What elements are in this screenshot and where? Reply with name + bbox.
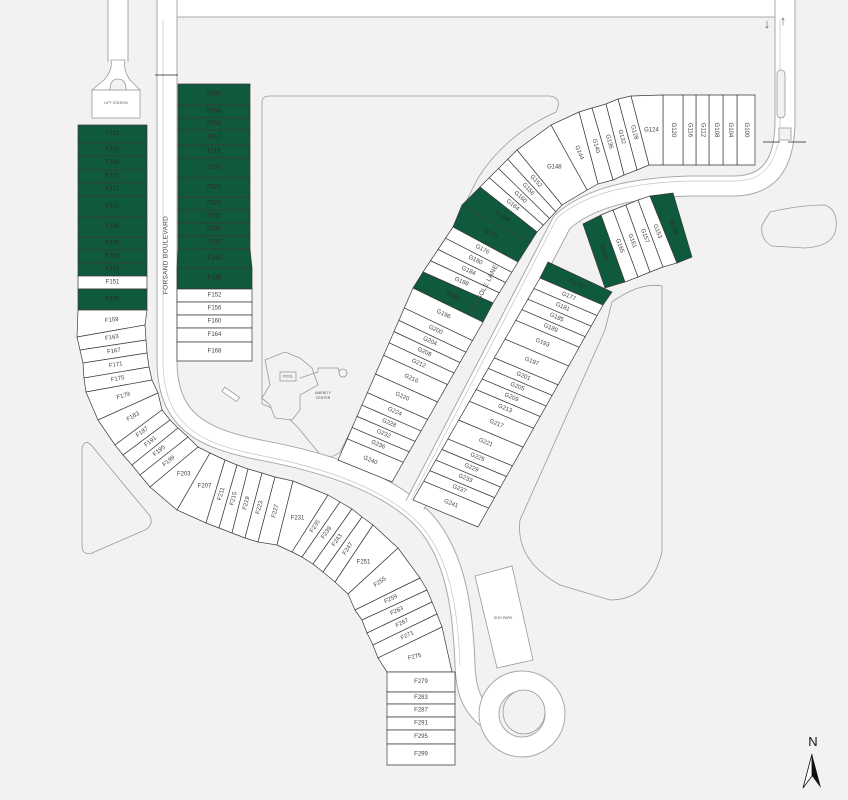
- lot-f128[interactable]: [177, 196, 251, 211]
- parcels: [81, 95, 837, 601]
- amenity-parcel: [261, 95, 559, 458]
- north-label: N: [808, 734, 817, 749]
- dog-park-label: DOG PARK: [494, 616, 513, 620]
- lot-g241[interactable]: [412, 480, 490, 528]
- lot-g120[interactable]: [662, 94, 684, 166]
- lot-f295[interactable]: [386, 729, 456, 745]
- lot-g149[interactable]: [649, 192, 693, 264]
- lot-f116[interactable]: [177, 144, 251, 159]
- lot-f287[interactable]: [386, 703, 456, 718]
- lot-f115[interactable]: [77, 142, 148, 157]
- lot-f155[interactable]: [77, 288, 148, 311]
- lot-f140[interactable]: [177, 235, 251, 250]
- mailbox: [221, 386, 241, 403]
- forsand-boulevard-label: FORSAND BOULEVARD: [163, 216, 170, 294]
- lot-f152[interactable]: [176, 288, 253, 303]
- lot-f283[interactable]: [386, 691, 456, 705]
- pond: [761, 204, 837, 249]
- lot-g100[interactable]: [736, 94, 756, 166]
- lot-f119[interactable]: [77, 155, 148, 171]
- lot-f160[interactable]: [176, 314, 253, 329]
- amenity-center: POOL AMENITY CENTER: [221, 351, 348, 421]
- lot-group-f-east: F100F104F108F112F116F120F124F128F132F136…: [176, 83, 253, 362]
- lot-f123[interactable]: [77, 169, 148, 184]
- pool-label: POOL: [283, 375, 293, 379]
- roads: [107, 0, 796, 758]
- lot-g116[interactable]: [682, 94, 697, 166]
- lift-station: LIFT STATION: [90, 59, 141, 119]
- lot-f120[interactable]: [177, 157, 251, 179]
- lot-f104[interactable]: [177, 104, 251, 119]
- amenity-label-2: CENTER: [316, 396, 331, 400]
- lot-f151[interactable]: [77, 275, 148, 290]
- lot-f139[interactable]: [77, 236, 148, 251]
- lot-f147[interactable]: [77, 262, 148, 277]
- arrow-up-icon: ↑: [780, 13, 787, 28]
- lot-f136[interactable]: [177, 222, 251, 237]
- lot-group-f-west: F111F115F119F123F127F131F135F139F143F147…: [77, 124, 148, 311]
- arrow-down-icon: ↓: [764, 16, 771, 31]
- amenity-label: AMENITY: [315, 391, 332, 395]
- west-open-space: [81, 442, 152, 555]
- gatehouse: [778, 127, 792, 141]
- lot-f164[interactable]: [176, 327, 253, 343]
- east-open-space: [519, 284, 663, 601]
- width-markers: [155, 74, 806, 143]
- lot-f100[interactable]: [177, 83, 251, 106]
- lot-f111[interactable]: [77, 124, 148, 144]
- lot-f124[interactable]: [177, 177, 251, 198]
- lot-group-f-curve: F159F163F167F171F175F179F183F187F191F195…: [76, 309, 453, 673]
- dog-park: DOG PARK: [474, 565, 534, 669]
- lot-f131[interactable]: [77, 195, 148, 218]
- pool: [279, 371, 297, 382]
- lot-f143[interactable]: [77, 249, 148, 264]
- lot-g240[interactable]: [337, 438, 404, 483]
- lot-f132[interactable]: [177, 209, 251, 224]
- lot-f299[interactable]: [386, 743, 456, 766]
- lot-f156[interactable]: [176, 301, 253, 316]
- cul-de-sac-island: [502, 689, 546, 735]
- lot-g108[interactable]: [708, 94, 724, 166]
- north-arrow-icon: N: [802, 734, 821, 789]
- lot-f168[interactable]: [176, 341, 253, 362]
- lift-station-label: LIFT STATION: [104, 101, 128, 105]
- median: [776, 69, 786, 119]
- lot-f144[interactable]: [176, 248, 253, 269]
- lot-f291[interactable]: [386, 716, 456, 731]
- lot-f148[interactable]: [176, 267, 253, 290]
- lot-f108[interactable]: [177, 117, 251, 131]
- lot-f112[interactable]: [177, 129, 251, 146]
- lot-g104[interactable]: [722, 94, 738, 166]
- lot-f279[interactable]: [386, 671, 456, 693]
- lot-f127[interactable]: [77, 182, 148, 197]
- lot-g112[interactable]: [695, 94, 710, 166]
- lot-f135[interactable]: [77, 216, 148, 238]
